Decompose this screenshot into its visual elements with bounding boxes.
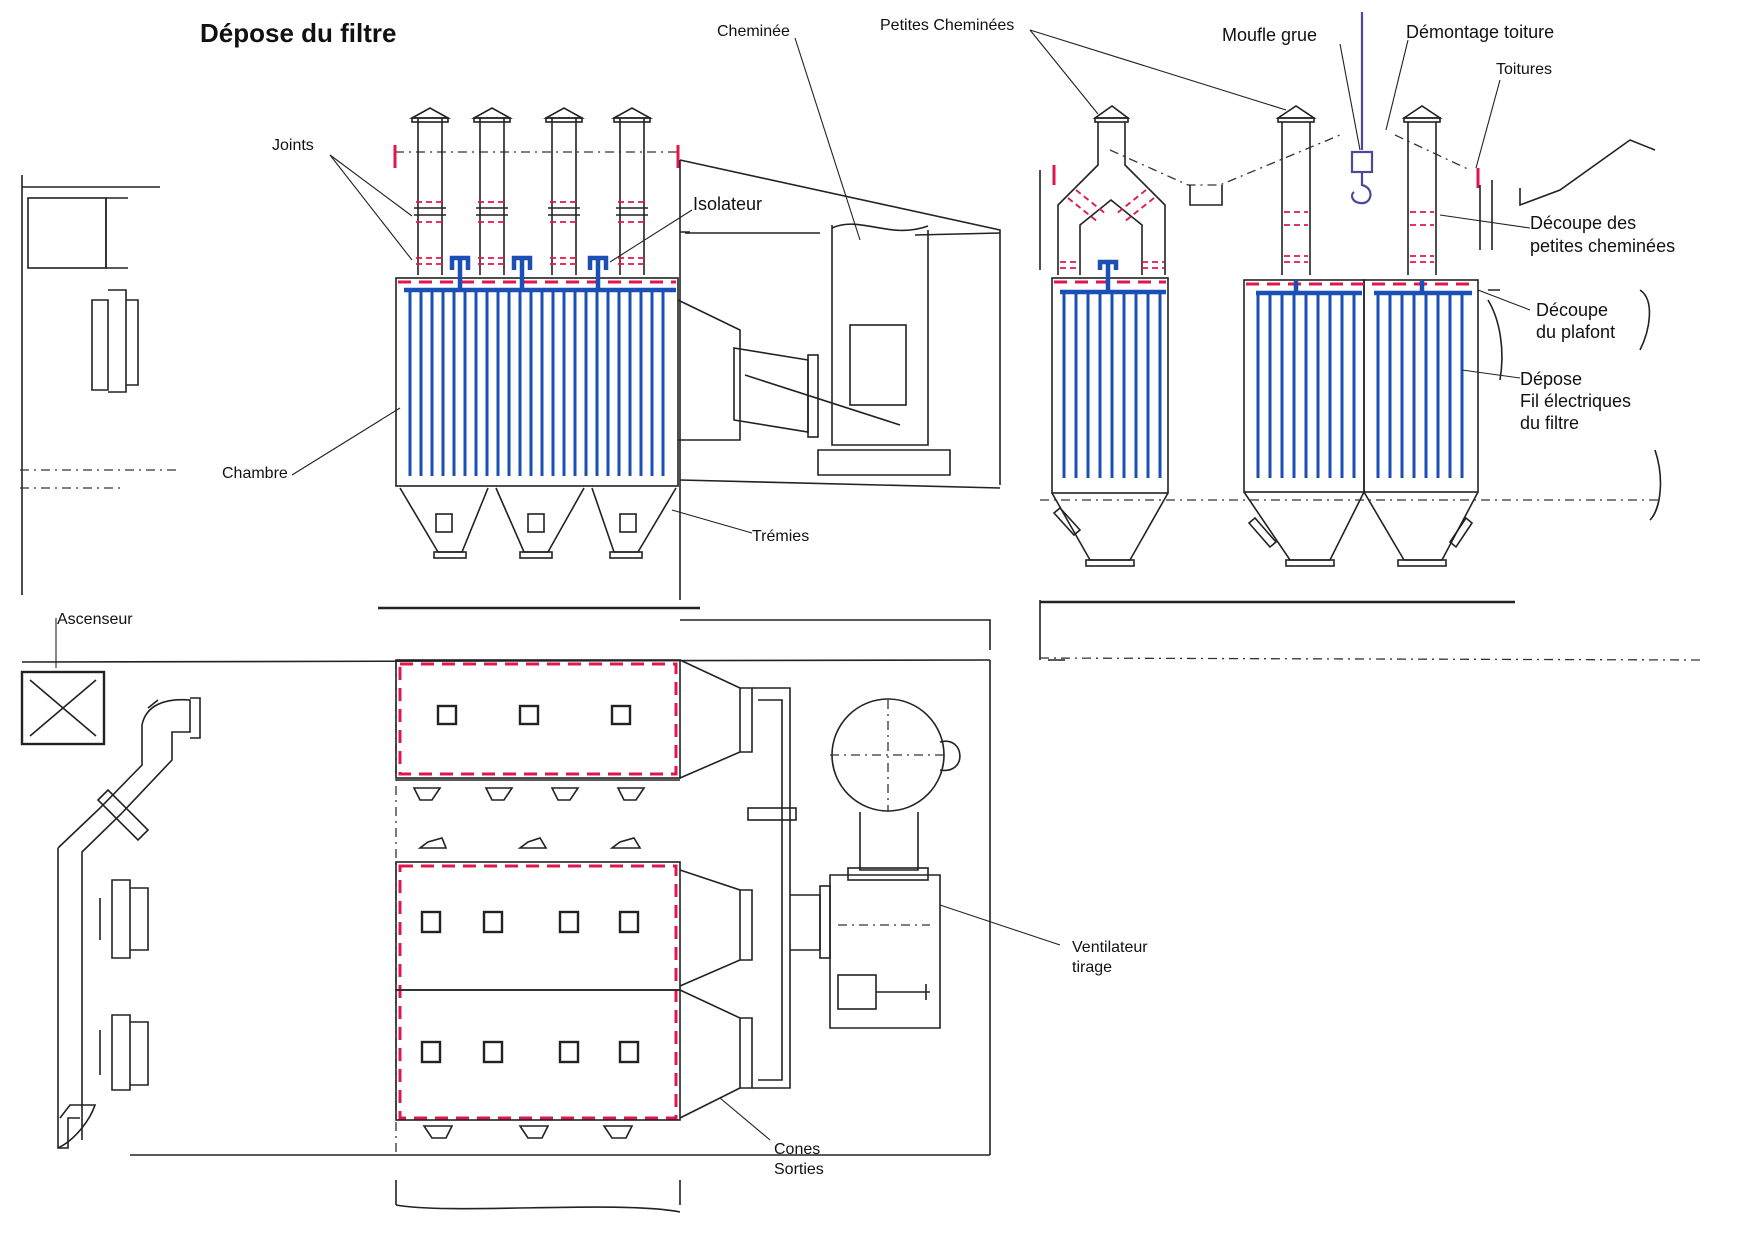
chimney-4 — [610, 107, 654, 275]
label-chambre: Chambre — [222, 465, 288, 482]
small-chimney-3 — [1401, 105, 1443, 275]
label-cones-1: Cones — [774, 1141, 820, 1158]
chimney-1 — [408, 107, 452, 275]
label-cheminee: Cheminée — [717, 23, 790, 40]
label-demontage-toiture: Démontage toiture — [1406, 22, 1554, 42]
label-moufle-grue: Moufle grue — [1222, 25, 1317, 45]
side-chamber-b — [1243, 279, 1479, 567]
chimney-2 — [470, 107, 514, 275]
side-elevation-view — [1039, 12, 1701, 661]
label-isolateur: Isolateur — [693, 194, 762, 214]
label-petites-cheminees: Petites Cheminées — [880, 17, 1014, 34]
fan-icon — [829, 698, 961, 1029]
label-depose-fil-1: Dépose — [1520, 369, 1582, 389]
main-chimney — [817, 223, 951, 476]
label-decoupe-plafond-2: du plafont — [1536, 322, 1615, 342]
plan-view — [20, 619, 991, 1213]
label-decoupe-plafond-1: Découpe — [1536, 300, 1608, 320]
filter-chamber — [395, 255, 679, 487]
plan-section-1 — [395, 659, 681, 801]
label-depose-fil-2: Fil électriques — [1520, 391, 1631, 411]
small-chimney-y — [1057, 105, 1166, 275]
label-tremies: Trémies — [752, 528, 809, 545]
hoppers-front — [399, 487, 677, 559]
elevator-box-icon — [20, 670, 106, 746]
front-elevation-view — [20, 107, 1001, 610]
label-joints: Joints — [272, 137, 314, 154]
plan-section-2 — [395, 861, 681, 1120]
label-ascenseur: Ascenseur — [57, 611, 133, 628]
diagram-title: Dépose du filtre — [200, 18, 396, 48]
label-decoupe-petites-1: Découpe des — [1530, 213, 1636, 233]
label-ventilateur-1: Ventilateur — [1072, 939, 1148, 956]
label-decoupe-petites-2: petites cheminées — [1530, 236, 1675, 256]
label-toitures: Toitures — [1496, 61, 1552, 78]
label-ventilateur-2: tirage — [1072, 959, 1112, 976]
side-chamber-a — [1051, 259, 1169, 567]
plan-section-3 — [395, 989, 681, 1139]
label-cones-2: Sorties — [774, 1161, 824, 1178]
hook-icon — [1350, 12, 1374, 205]
small-chimney-2 — [1275, 105, 1317, 275]
chimney-3 — [542, 107, 586, 275]
leader-lines — [55, 29, 1531, 1141]
label-depose-fil-3: du filtre — [1520, 413, 1579, 433]
labels: Joints Isolateur Cheminée Petites Chemin… — [57, 17, 1675, 1178]
outlet-cones — [679, 659, 831, 1119]
